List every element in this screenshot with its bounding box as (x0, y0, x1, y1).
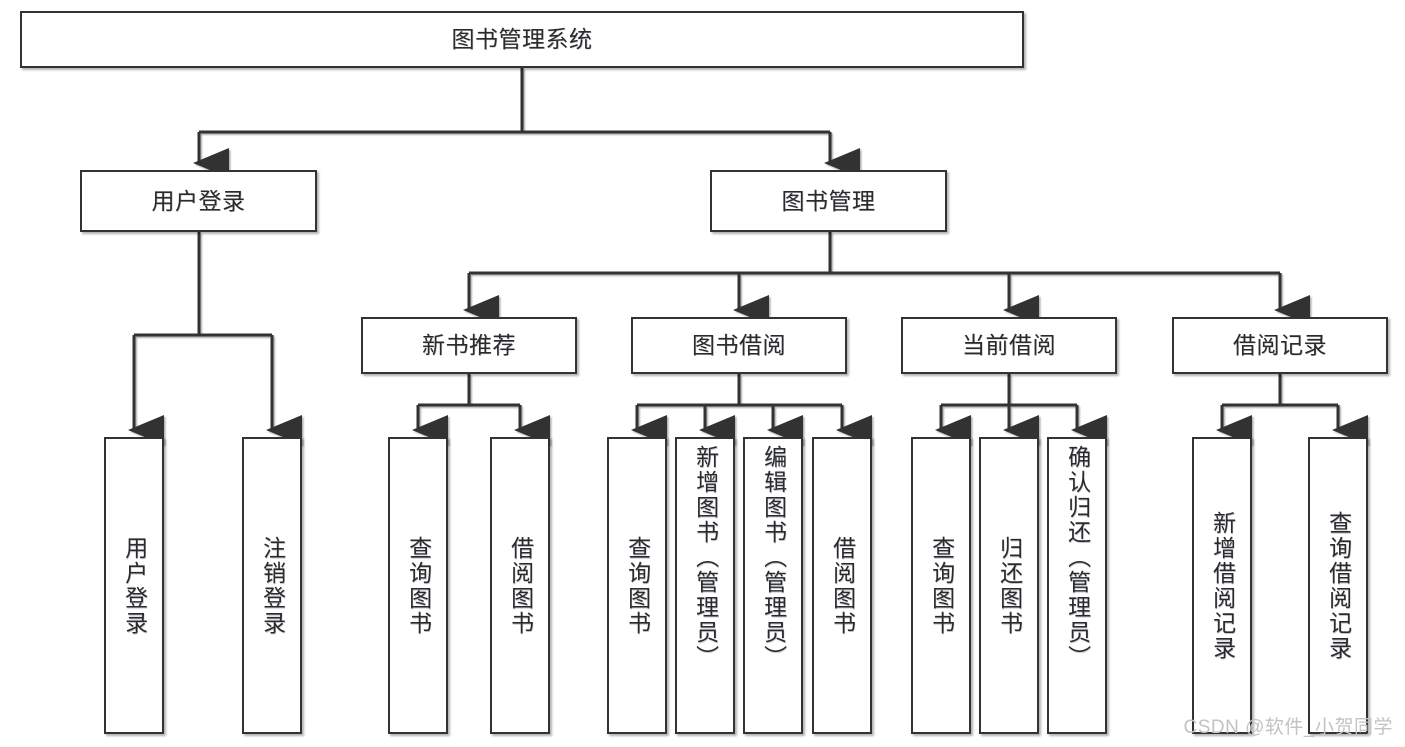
node-leaf-query-record-label: 查询借阅记录 (1325, 510, 1352, 661)
node-book-borrow[interactable]: 图书借阅 (631, 317, 847, 374)
node-root-label: 图书管理系统 (451, 26, 593, 53)
node-current-borrow-label: 当前借阅 (962, 332, 1056, 359)
node-leaf-query-book-3[interactable]: 查询图书 (911, 437, 971, 734)
node-new-book-recommend-label: 新书推荐 (422, 332, 516, 359)
node-leaf-query-record[interactable]: 查询借阅记录 (1308, 437, 1368, 734)
node-leaf-user-login[interactable]: 用户登录 (104, 437, 164, 734)
csdn-watermark: CSDN @软件_小贺同学 (1183, 717, 1393, 738)
node-leaf-borrow-book-1[interactable]: 借阅图书 (490, 437, 550, 734)
node-leaf-edit-book-label: 编辑图书（管理员） (760, 445, 787, 670)
node-leaf-logout-label: 注销登录 (259, 535, 286, 636)
node-leaf-borrow-book-2-label: 借阅图书 (829, 535, 856, 636)
node-leaf-edit-book[interactable]: 编辑图书（管理员） (743, 437, 803, 734)
node-borrow-record-label: 借阅记录 (1233, 332, 1327, 359)
node-leaf-query-book-1-label: 查询图书 (405, 535, 432, 636)
node-leaf-user-login-label: 用户登录 (121, 535, 148, 636)
node-book-manage[interactable]: 图书管理 (710, 170, 947, 232)
node-current-borrow[interactable]: 当前借阅 (901, 317, 1117, 374)
node-leaf-add-record[interactable]: 新增借阅记录 (1192, 437, 1252, 734)
node-root[interactable]: 图书管理系统 (20, 11, 1024, 68)
node-leaf-confirm-return-label: 确认归还（管理员） (1064, 445, 1091, 670)
node-leaf-add-book-label: 新增图书（管理员） (692, 445, 719, 670)
node-leaf-add-book[interactable]: 新增图书（管理员） (675, 437, 735, 734)
node-user-login-label: 用户登录 (151, 187, 246, 214)
node-leaf-query-book-3-label: 查询图书 (928, 535, 955, 636)
node-book-borrow-label: 图书借阅 (692, 332, 786, 359)
node-leaf-borrow-book-2[interactable]: 借阅图书 (812, 437, 872, 734)
node-leaf-confirm-return[interactable]: 确认归还（管理员） (1047, 437, 1107, 734)
node-new-book-recommend[interactable]: 新书推荐 (361, 317, 577, 374)
node-leaf-borrow-book-1-label: 借阅图书 (507, 535, 534, 636)
node-leaf-return-book[interactable]: 归还图书 (979, 437, 1039, 734)
node-leaf-query-book-2-label: 查询图书 (624, 535, 651, 636)
node-leaf-return-book-label: 归还图书 (996, 535, 1023, 636)
node-leaf-add-record-label: 新增借阅记录 (1209, 510, 1236, 661)
node-leaf-logout[interactable]: 注销登录 (242, 437, 302, 734)
node-borrow-record[interactable]: 借阅记录 (1172, 317, 1388, 374)
node-user-login[interactable]: 用户登录 (80, 170, 317, 232)
node-leaf-query-book-1[interactable]: 查询图书 (388, 437, 448, 734)
node-book-manage-label: 图书管理 (781, 187, 876, 214)
node-leaf-query-book-2[interactable]: 查询图书 (607, 437, 667, 734)
